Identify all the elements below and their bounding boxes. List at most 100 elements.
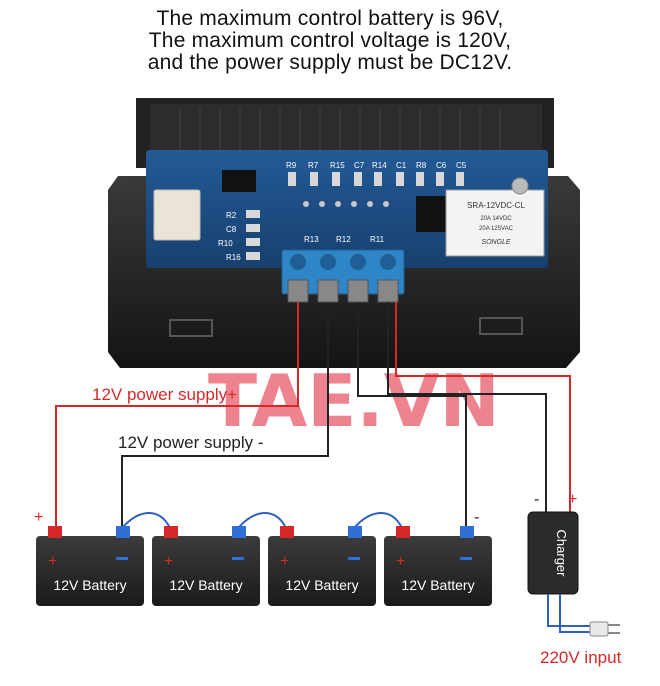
- wire-battery-negative: [357, 302, 467, 528]
- label-r8: R8: [416, 161, 427, 170]
- battery-body: [268, 536, 376, 606]
- terminal-clamp-4: [377, 279, 399, 303]
- charger-label: Charger: [554, 530, 569, 578]
- label-r9: R9: [286, 161, 297, 170]
- terminal-screw-1: [290, 254, 306, 270]
- battery-terminal-positive: [164, 526, 178, 538]
- battery-1: + 12V Battery: [36, 526, 144, 606]
- relay-model: SRA-12VDC-CL: [467, 201, 525, 210]
- smd-parts: [246, 172, 464, 260]
- label-r14: R14: [372, 161, 387, 170]
- battery-minus-mark: -: [474, 509, 479, 526]
- battery-2: + 12V Battery: [152, 526, 260, 606]
- battery-4: + 12V Battery: [384, 526, 492, 606]
- jumper-1: [121, 512, 171, 529]
- battery-plus-icon: +: [396, 553, 405, 570]
- header-note: The maximum control battery is 96V, The …: [0, 8, 660, 74]
- label-c8: C8: [226, 225, 237, 234]
- terminal-block: [281, 249, 405, 303]
- plug-icon: [589, 621, 609, 637]
- label-c5: C5: [456, 161, 467, 170]
- mains-cable-1: [547, 594, 590, 627]
- terminal-screw-2: [320, 254, 336, 270]
- label-r10: R10: [218, 239, 233, 248]
- relay-brand: SONGLE: [481, 239, 511, 246]
- battery-plus-icon: +: [280, 553, 289, 570]
- label-supply-minus: 12V power supply -: [118, 433, 264, 452]
- label-r15: R15: [330, 161, 345, 170]
- terminal-body: [281, 249, 405, 295]
- battery-body: [36, 536, 144, 606]
- pcb-board: SRA-12VDC-CL 20A 14VDC 20A 125VAC SONGLE…: [146, 150, 548, 268]
- charger-minus-mark: -: [534, 491, 539, 508]
- header-line-3: and the power supply must be DC12V.: [147, 51, 513, 74]
- battery-body: [384, 536, 492, 606]
- wiring: [55, 302, 571, 529]
- mains-label: 220V input: [540, 648, 622, 667]
- header-line-2: The maximum control voltage is 120V,: [148, 29, 512, 52]
- battery-plus-mark: +: [34, 509, 43, 526]
- battery-terminal-positive: [396, 526, 410, 538]
- battery-minus-icon: [348, 557, 360, 560]
- label-r2: R2: [226, 211, 237, 220]
- wire-charger-minus: [387, 302, 547, 516]
- label-r11: R11: [370, 235, 385, 244]
- battery-3: + 12V Battery: [268, 526, 376, 606]
- charger: Charger 220V input: [527, 511, 622, 667]
- jumper-3: [353, 512, 403, 529]
- jst-connector: [153, 189, 201, 241]
- battery-minus-icon: [460, 557, 472, 560]
- battery-plus-icon: +: [164, 553, 173, 570]
- pin-headers: [303, 201, 389, 207]
- battery-label: 12V Battery: [53, 577, 126, 593]
- charger-plus-mark: +: [568, 491, 577, 508]
- mount-slot-left: [169, 319, 213, 337]
- relay: [445, 189, 545, 257]
- terminal-clamp-1: [287, 279, 309, 303]
- battery-terminal-negative: [232, 526, 246, 538]
- battery-terminal-positive: [280, 526, 294, 538]
- label-c7: C7: [354, 161, 365, 170]
- terminal-clamp-3: [347, 279, 369, 303]
- component-labels: R9 R7 R15 C7 R14 C1 R8 C6 C5 R2 C8 R10 R…: [218, 161, 467, 262]
- battery-bank: + 12V Battery + 12V Battery + 12V Batter…: [36, 526, 492, 606]
- battery-minus-icon: [116, 557, 128, 560]
- label-r13: R13: [304, 235, 319, 244]
- relay-rating-ac: 20A 125VAC: [479, 226, 514, 232]
- driver-chip: [416, 196, 450, 232]
- jumper-2: [237, 512, 287, 529]
- battery-plus-icon: +: [48, 553, 57, 570]
- label-r12: R12: [336, 235, 351, 244]
- wire-supply-minus: [121, 302, 329, 528]
- battery-terminal-negative: [348, 526, 362, 538]
- battery-terminal-negative: [116, 526, 130, 538]
- header-line-1: The maximum control battery is 96V,: [156, 7, 504, 30]
- battery-terminal-negative: [460, 526, 474, 538]
- terminal-screw-4: [380, 254, 396, 270]
- buzzer: [511, 177, 529, 195]
- battery-label: 12V Battery: [169, 577, 242, 593]
- watermark: TAE.VN: [208, 359, 500, 443]
- charger-body: [527, 511, 579, 595]
- terminal-clamp-2: [317, 279, 339, 303]
- wire-supply-plus: [55, 302, 299, 528]
- battery-label: 12V Battery: [401, 577, 474, 593]
- label-c1: C1: [396, 161, 407, 170]
- label-supply-plus: 12V power supply+: [92, 385, 237, 404]
- mount-slot-right: [479, 317, 523, 335]
- watermark-text: TAE.VN: [208, 359, 500, 443]
- battery-terminal-positive: [48, 526, 62, 538]
- relay-rating-dc: 20A 14VDC: [480, 216, 512, 222]
- battery-label: 12V Battery: [285, 577, 358, 593]
- label-r16: R16: [226, 253, 241, 262]
- ic-chip: [222, 170, 256, 192]
- wire-charger-plus: [395, 302, 571, 516]
- terminal-screw-3: [350, 254, 366, 270]
- label-c6: C6: [436, 161, 447, 170]
- label-r7: R7: [308, 161, 319, 170]
- mains-cable-2: [559, 594, 590, 633]
- battery-minus-icon: [232, 557, 244, 560]
- battery-body: [152, 536, 260, 606]
